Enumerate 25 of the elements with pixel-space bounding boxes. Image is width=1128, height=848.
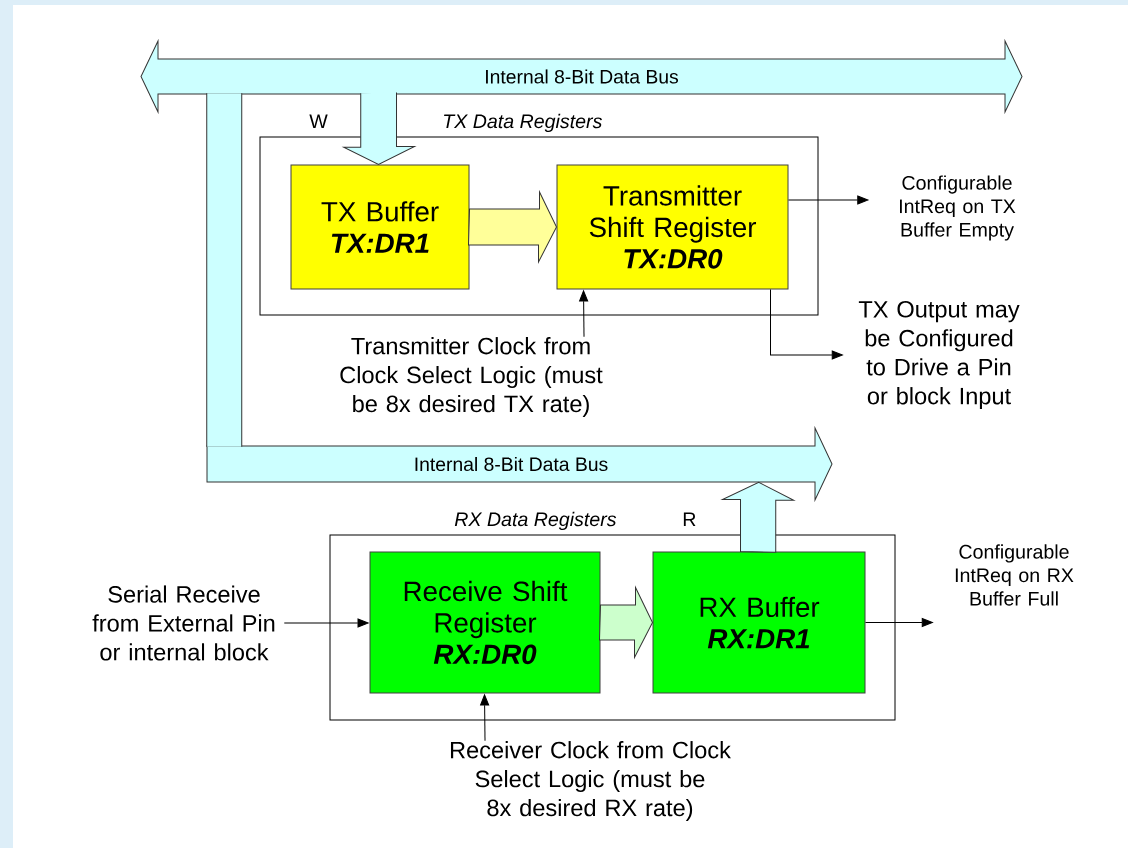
- annotation-text: Receiver Clock from Clock Select Logic (must be 8x desired RX rate): [451, 741, 731, 821]
- block-arrow: [468, 191, 557, 263]
- bus-connector: [206, 93, 243, 447]
- arrow: [579, 290, 589, 338]
- annotation-text: TX Output may be Configured to Drive a Pin or block Input: [858, 300, 1020, 410]
- group-heading: TX Data Registers: [444, 113, 602, 133]
- block-arrow: [343, 92, 415, 165]
- port-label: R: [683, 512, 696, 526]
- annotation-text: Configurable IntReq on RX Buffer Full: [955, 544, 1074, 606]
- register-box: RX Buffer RX:DR1: [652, 551, 866, 694]
- block-arrow: [722, 481, 795, 553]
- block-arrow: [599, 587, 653, 658]
- annotation-text: Transmitter Clock from Clock Select Logic (must be 8x desired TX rate): [340, 337, 603, 417]
- register-box: Transmitter Shift Register TX:DR0: [556, 164, 789, 290]
- arrow: [788, 195, 869, 205]
- arrow: [770, 289, 843, 360]
- annotation-text: Serial Receive from External Pin or internal block: [92, 585, 275, 661]
- port-label: W: [309, 114, 328, 128]
- annotation-text: Configurable IntReq on TX Buffer Empty: [899, 175, 1016, 241]
- register-box: TX Buffer TX:DR1: [290, 164, 470, 290]
- arrow: [480, 694, 490, 742]
- group-heading: RX Data Registers: [454, 511, 617, 531]
- arrow: [865, 617, 933, 628]
- arrow: [283, 618, 369, 628]
- register-box: Receive Shift Register RX:DR0: [369, 551, 601, 694]
